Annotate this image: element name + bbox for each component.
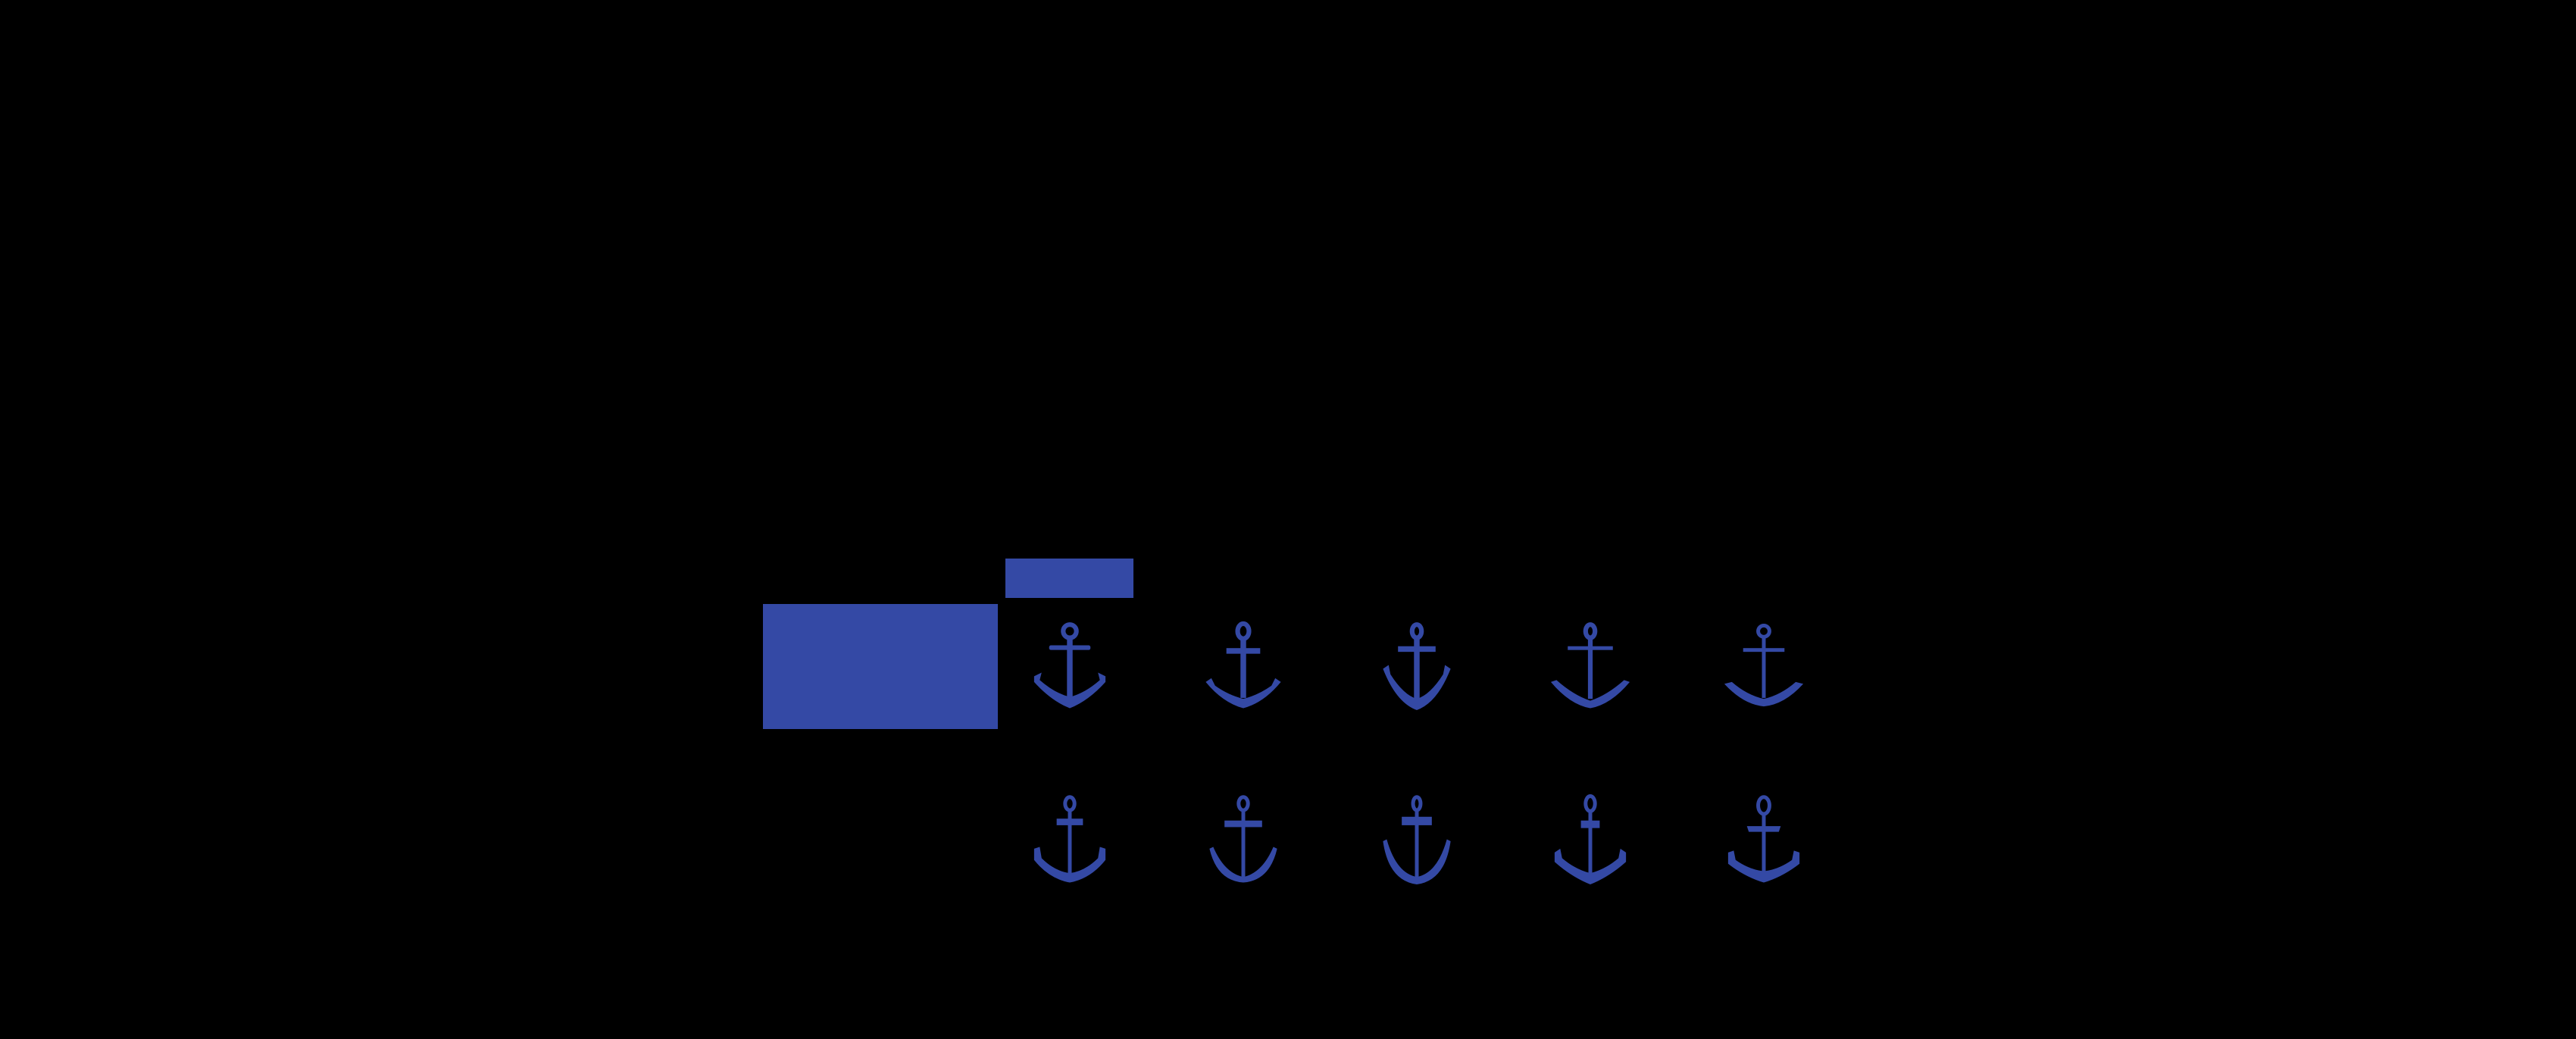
anchor-icon [1536,792,1645,890]
anchor-icon [1362,618,1471,716]
anchor-icon [1709,792,1818,890]
anchor-icon [1709,618,1818,716]
anchor-icon [1015,792,1124,890]
anchor-row-2 [1015,792,1818,890]
small-blue-bar [1005,559,1133,598]
anchor-icon [1015,618,1124,716]
anchor-row-1 [1015,618,1818,716]
anchor-icon [1189,792,1298,890]
large-blue-block [763,604,998,729]
anchor-icon [1536,618,1645,716]
anchor-icon [1362,792,1471,890]
anchor-icon [1189,618,1298,716]
